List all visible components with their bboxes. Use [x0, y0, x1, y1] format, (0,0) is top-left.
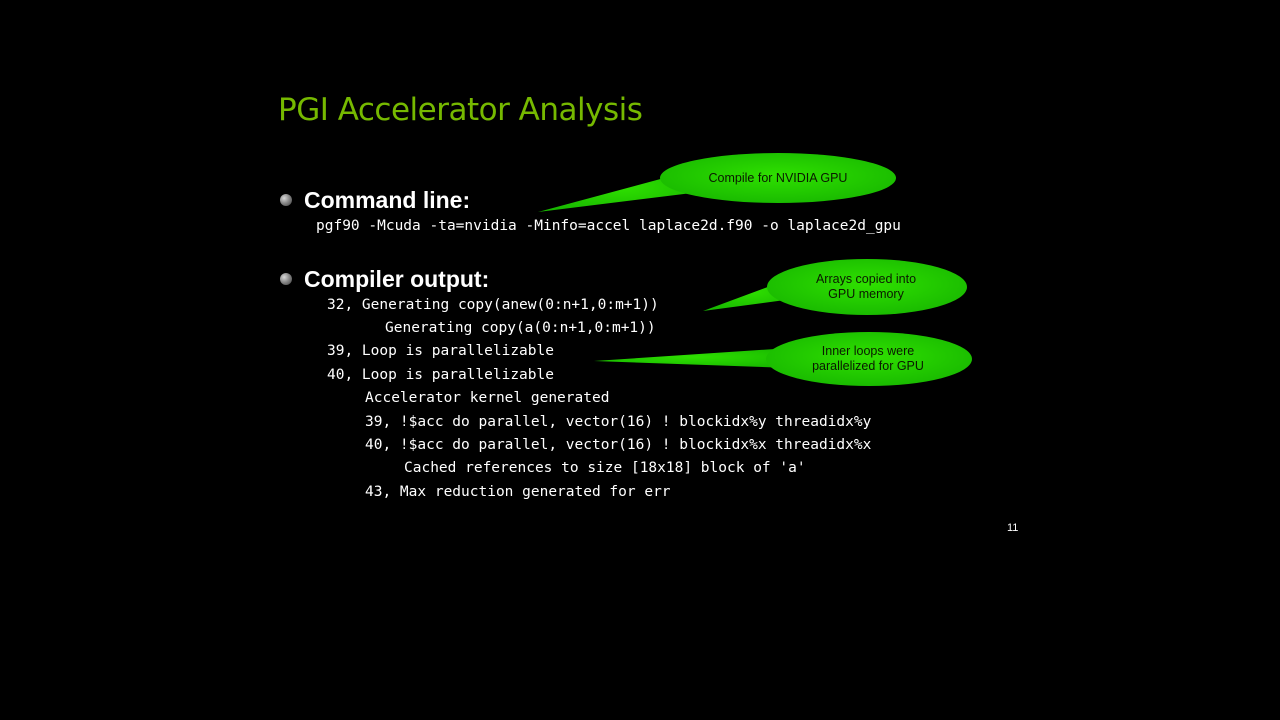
bullet-icon [280, 194, 292, 206]
output-line: 32, Generating copy(anew(0:n+1,0:m+1)) [327, 297, 659, 313]
bullet-icon [280, 273, 292, 285]
callout-compile [538, 153, 896, 212]
callout-arrays-text-line1: Arrays copied into [815, 272, 917, 286]
callout-compile-text: Compile for NVIDIA GPU [708, 171, 848, 185]
output-line: Cached references to size [18x18] block … [404, 460, 806, 476]
slide-title: PGI Accelerator Analysis [278, 92, 643, 128]
callout-arrays-text-line2: GPU memory [828, 287, 904, 301]
output-line: 43, Max reduction generated for err [365, 484, 671, 500]
output-line: 40, !$acc do parallel, vector(16) ! bloc… [365, 437, 872, 453]
callout-loops-text-line2: parallelized for GPU [812, 359, 924, 373]
output-line: 39, !$acc do parallel, vector(16) ! bloc… [365, 414, 872, 430]
command-line-heading: Command line: [304, 187, 471, 213]
callout-loops-text-line1: Inner loops were [821, 344, 915, 358]
compiler-output-heading: Compiler output: [304, 266, 490, 292]
output-line: 40, Loop is parallelizable [327, 367, 554, 383]
output-line: Accelerator kernel generated [365, 390, 610, 406]
command-text: pgf90 -Mcuda -ta=nvidia -Minfo=accel lap… [316, 218, 901, 234]
output-line: 39, Loop is parallelizable [327, 343, 554, 359]
page-number: 11 [1007, 522, 1019, 534]
output-line: Generating copy(a(0:n+1,0:m+1)) [385, 320, 656, 336]
callout-arrays [703, 259, 967, 315]
callout-loops [594, 332, 972, 386]
